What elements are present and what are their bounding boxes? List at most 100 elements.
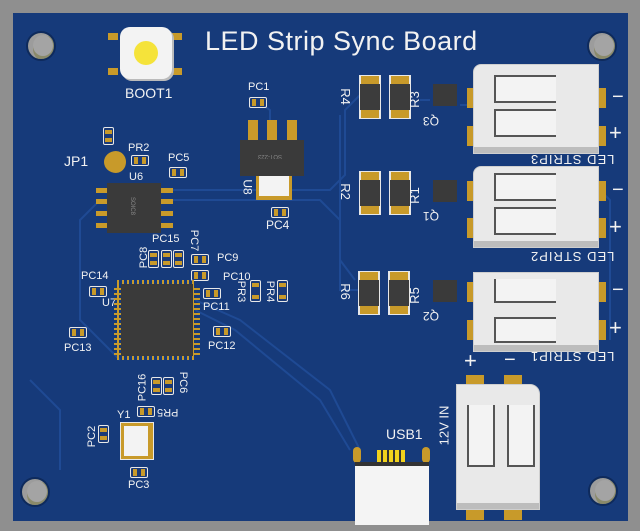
capacitor-pc1 (249, 97, 267, 108)
connector-pad (596, 88, 606, 108)
usb-shield-pad (353, 447, 361, 463)
label-led-strip3: LED STRIP3 (530, 152, 615, 167)
label-pc10: PC10 (223, 271, 251, 283)
label-pr4: PR4 (264, 280, 277, 303)
boot-button[interactable] (120, 27, 172, 79)
connector-pad (596, 126, 606, 146)
capacitor-pc14 (89, 286, 107, 297)
connector-pad (467, 218, 477, 238)
capacitor-pc6 (163, 377, 174, 395)
connector-pad (504, 508, 522, 520)
capacitor-pc12 (213, 326, 231, 337)
u6-pin (96, 199, 110, 204)
resistor-pr3 (250, 280, 261, 302)
button-pad (108, 33, 118, 40)
capacitor-pc9 (191, 254, 209, 265)
label-r4: R4 (337, 88, 353, 105)
label-pc9: PC9 (217, 252, 239, 264)
label-q1: Q1 (423, 209, 440, 223)
capacitor-pc5 (169, 167, 187, 178)
label-led-strip2: LED STRIP2 (530, 249, 615, 264)
label-pc5: PC5 (168, 152, 190, 164)
connector-pad (467, 181, 477, 201)
capacitor-pc13 (69, 327, 87, 338)
u8-pin (248, 120, 258, 142)
resistor-r1 (389, 171, 411, 215)
terminal-block (473, 64, 599, 154)
label-pc14: PC14 (81, 270, 109, 282)
terminal-slot (467, 405, 495, 467)
terminal-block (473, 272, 599, 352)
u6-pin (159, 188, 173, 193)
label-pc2: PC2 (86, 425, 99, 448)
label-pc15: PC15 (152, 233, 180, 245)
connector-pad (467, 88, 477, 108)
terminal-slot (494, 317, 556, 343)
crystal-y1 (120, 422, 154, 460)
connector-pad (467, 320, 477, 340)
capacitor-pc15 (161, 250, 172, 268)
terminal-slot (494, 75, 556, 103)
mounting-hole (588, 476, 618, 506)
u6-pin (96, 188, 110, 193)
transistor-q1 (433, 180, 457, 202)
label-u6: U6 (129, 171, 144, 183)
connector-pad (596, 218, 606, 238)
label-pc11: PC11 (203, 301, 230, 313)
label-pc7: PC7 (188, 229, 201, 252)
label-led-strip1: LED STRIP1 (530, 349, 615, 364)
u6-marking: SOIC8 (129, 196, 136, 216)
connector-pad (467, 282, 477, 302)
capacitor-pc2 (98, 425, 109, 443)
label-r1: R1 (406, 187, 422, 204)
transistor-q3 (433, 84, 457, 106)
label-u7: U7 (102, 297, 117, 309)
capacitor-pc8 (148, 250, 159, 268)
connector-pad (466, 508, 484, 520)
u8-pin (267, 120, 277, 142)
solder-jumper-jp1 (104, 151, 128, 173)
u8-tab (259, 176, 289, 196)
regulator-u8: SOT-223 (240, 140, 304, 176)
terminal-slot (494, 109, 556, 137)
microcontroller-u7 (121, 284, 193, 356)
label-pc3: PC3 (128, 479, 150, 491)
u6-pin (96, 211, 110, 216)
label-jp1: JP1 (64, 153, 89, 169)
label-boot1: BOOT1 (125, 85, 173, 101)
label-pr3: PR3 (235, 280, 248, 303)
terminal-slot (494, 173, 556, 201)
usb-shell (355, 462, 429, 525)
button-pad (172, 68, 182, 75)
connector-pad (467, 126, 477, 146)
label-12v-in: 12V IN (436, 405, 452, 446)
label-pc4: PC4 (266, 218, 290, 232)
button-actuator (134, 41, 158, 65)
capacitor-pc4 (271, 207, 289, 218)
terminal-block (456, 384, 540, 510)
minus-sign: − (612, 179, 624, 201)
u8-pin (287, 120, 297, 142)
resistor-pr5 (137, 406, 155, 417)
connector-pad (596, 282, 606, 302)
label-pr2: PR2 (128, 142, 150, 154)
u6-pin (96, 223, 110, 228)
connector-pad (596, 181, 606, 201)
label-u8: U8 (240, 179, 255, 195)
capacitor-pc16 (151, 377, 162, 395)
capacitor-pc7 (173, 250, 184, 268)
capacitor-pc11 (203, 288, 221, 299)
mounting-hole (20, 477, 50, 507)
button-pad (172, 33, 182, 40)
u6-pin (159, 211, 173, 216)
label-r5: R5 (406, 287, 422, 304)
ic-u6: SOIC8 (107, 183, 161, 233)
resistor-r3 (389, 75, 411, 119)
resistor-r4 (359, 75, 381, 119)
u8-tab-pad (256, 176, 292, 200)
label-pc13: PC13 (64, 342, 92, 354)
label-r3: R3 (406, 91, 422, 108)
crystal-body (124, 426, 148, 456)
mounting-hole (587, 31, 617, 61)
